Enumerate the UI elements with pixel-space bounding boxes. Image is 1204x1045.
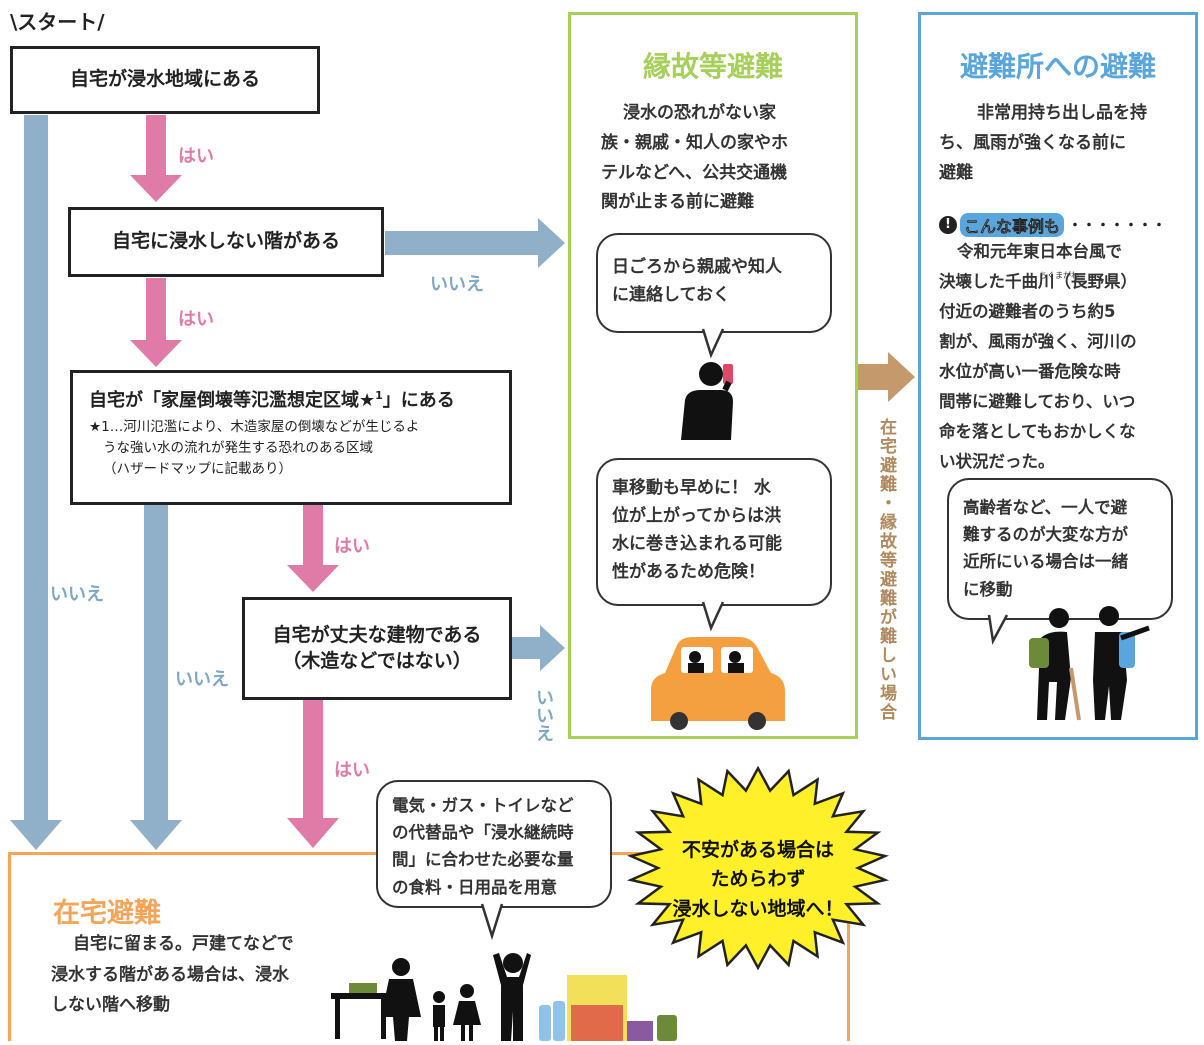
shelter-evacuation-panel: 避難所への避難 非常用持ち出し品を持 ち、風雨が強くなる前に 避難 ! こんな事… — [918, 12, 1198, 740]
case-dots: ・・・・・・・ — [1068, 218, 1167, 234]
elderly-helper-icon — [1029, 606, 1150, 721]
no-arrow-q4 — [512, 625, 565, 671]
question-collapse-zone: 自宅が「家屋倒壊等氾濫想定区域★1」にある ★1…河川氾濫により、木造家屋の倒壊… — [70, 370, 512, 505]
case-text-line: 付近の避難者のうち約5 — [939, 302, 1116, 322]
bubble-line: 車移動も早めに！ 水 — [612, 478, 771, 498]
car-icon — [651, 637, 785, 730]
collapse-zone-title-sup: 1 — [375, 389, 383, 402]
no-arrow-q1 — [10, 115, 62, 850]
shelter-help-bubble: 高齢者など、一人で避 難するのが大変な方が 近所にいる場合は一緒 に移動 — [947, 478, 1173, 620]
bubble-line: 難するのが大変な方が — [963, 525, 1128, 545]
case-heading: ! こんな事例も ・・・・・・・ — [939, 213, 1166, 237]
home-evacuation-title: 在宅避難 — [53, 898, 161, 929]
bubble-line: 近所にいる場合は一緒 — [963, 552, 1128, 572]
bubble-line: 位が上がってからは洪 — [612, 506, 782, 527]
home-text-line: しない階へ移動 — [51, 995, 170, 1016]
relatives-text-line: 関が止まる前に避難 — [601, 192, 754, 213]
shelter-text-line: 非常用持ち出し品を持 — [977, 103, 1147, 123]
bubble-line: 水に巻き込まれる可能 — [612, 534, 782, 555]
sturdy-building-line1: 自宅が丈夫な建物である — [272, 623, 482, 646]
burst-line: 不安がある場合は — [681, 839, 834, 861]
bubble-tail — [480, 903, 504, 941]
bubble-line: の代替品や「浸水継続時 — [392, 823, 574, 843]
collapse-zone-note-line: うな強い水の流れが発生する恐れのある区域 — [103, 440, 373, 457]
yes-arrow-3 — [287, 505, 339, 592]
collapse-zone-note: ★1…河川氾濫により、木造家屋の倒壊などが生じるよ うな強い水の流れが発生する恐… — [89, 417, 419, 480]
case-text-line: 命を落としてもおかしくな — [939, 422, 1136, 442]
case-text-line: 令和元年東日本台風で — [957, 242, 1122, 261]
burst-line: 浸水しない地域へ！ — [672, 897, 844, 920]
person-phone-icon — [681, 362, 733, 440]
no-arrow-q3 — [130, 505, 182, 850]
warning-burst-text: 不安がある場合は ためらわず 浸水しない地域へ！ — [646, 836, 870, 924]
no-label-q4: いいえ — [533, 688, 554, 742]
collapse-zone-note-line: ★1…河川氾濫により、木造家屋の倒壊などが生じるよ — [89, 419, 420, 436]
home-evacuation-text: 自宅に留まる。戸建てなどで 浸水する階がある場合は、浸水 しない階へ移動 — [51, 929, 351, 1021]
no-label-q2: いいえ — [430, 274, 484, 295]
relatives-text-line: 浸水の恐れがない家 — [623, 103, 776, 123]
shelter-evacuation-title: 避難所への避難 — [959, 50, 1156, 83]
case-text: 令和元年東日本台風で 決壊した千曲川（長野県） 付近の避難者のうち約5 割が、風… — [939, 237, 1194, 477]
relatives-car-bubble: 車移動も早めに！ 水 位が上がってからは洪 水に巻き込まれる可能 性があるため危… — [596, 458, 832, 606]
case-text-line: 決壊した千曲川（長野県） — [939, 272, 1137, 292]
transition-arrow — [858, 352, 915, 402]
case-text-line: 割が、風雨が強く、河川の — [939, 332, 1137, 352]
relatives-evacuation-title: 縁故等避難 — [642, 50, 783, 83]
bubble-line: 間」に合わせた必要な量 — [392, 850, 574, 870]
home-supplies-bubble: 電気・ガス・トイレなど の代替品や「浸水継続時 間」に合わせた必要な量 の食料・… — [376, 780, 612, 908]
relatives-evacuation-panel: 縁故等避難 浸水の恐れがない家 族・親戚・知人の家やホ テルなどへ、公共交通機 … — [568, 12, 858, 739]
furigana: ちくまがわ — [1039, 271, 1079, 280]
bubble-tail — [701, 601, 725, 632]
relatives-evacuation-text: 浸水の恐れがない家 族・親戚・知人の家やホ テルなどへ、公共交通機 関が止まる前… — [601, 99, 841, 218]
family-supplies-icon — [331, 953, 677, 1041]
collapse-zone-title-main: 自宅が「家屋倒壊等氾濫想定区域★ — [89, 390, 376, 411]
question-flood-area: 自宅が浸水地域にある — [10, 46, 320, 114]
question-safe-floor-text: 自宅に浸水しない階がある — [111, 230, 340, 253]
question-safe-floor: 自宅に浸水しない階がある — [68, 207, 384, 277]
home-text-line: 自宅に留まる。戸建てなどで — [73, 934, 294, 954]
bubble-line: 高齢者など、一人で避 — [963, 498, 1128, 517]
no-arrow-q2 — [385, 218, 565, 268]
bubble-line: に連絡しておく — [612, 285, 730, 306]
bubble-line: 電気・ガス・トイレなど — [392, 796, 574, 815]
shelter-text-line: 避難 — [939, 162, 973, 183]
relatives-text-line: 族・親戚・知人の家やホ — [601, 132, 788, 153]
burst-line: ためらわず — [710, 868, 806, 891]
yes-arrow-1 — [130, 115, 182, 202]
case-text-line: 水位が高い一番危険な時 — [939, 362, 1121, 382]
home-text-line: 浸水する階がある場合は、浸水 — [51, 964, 289, 985]
relatives-contact-bubble: 日ごろから親戚や知人 に連絡しておく — [596, 233, 832, 333]
bubble-line: に移動 — [963, 579, 1013, 599]
vertical-note: 在宅避難・縁故等避難が難しい場合 — [876, 418, 896, 722]
bubble-tail — [987, 614, 1009, 645]
exclamation-icon: ! — [939, 216, 957, 234]
question-sturdy-building: 自宅が丈夫な建物である （木造などではない） — [242, 597, 512, 700]
yes-label-3: はい — [334, 536, 370, 557]
yes-arrow-4 — [287, 700, 339, 848]
bubble-line: 日ごろから親戚や知人 — [612, 257, 782, 277]
yes-label-4: はい — [334, 760, 370, 781]
no-label-q3: いいえ — [175, 669, 229, 690]
question-flood-area-text: 自宅が浸水地域にある — [69, 68, 260, 91]
case-title: こんな事例も — [960, 213, 1065, 237]
relatives-text-line: テルなどへ、公共交通機 — [601, 162, 788, 183]
collapse-zone-title-end: 」にある — [382, 390, 455, 411]
start-label: \スタート/ — [10, 10, 105, 34]
case-text-line: 間帯に避難しており、いつ — [939, 392, 1136, 412]
no-label-q1: いいえ — [50, 584, 104, 605]
warning-burst — [626, 765, 890, 971]
bubble-line: 性があるため危険！ — [612, 562, 765, 583]
shelter-text-line: ち、風雨が強くなる前に — [939, 132, 1126, 153]
question-collapse-zone-title: 自宅が「家屋倒壊等氾濫想定区域★1」にある — [89, 389, 455, 413]
bubble-line: の食料・日用品を用意 — [392, 877, 557, 897]
yes-label-2: はい — [178, 309, 214, 330]
yes-label-1: はい — [178, 146, 214, 167]
yes-arrow-2 — [130, 278, 182, 367]
case-text-line: い状況だった。 — [939, 452, 1055, 472]
collapse-zone-note-line: （ハザードマップに記載あり） — [103, 461, 292, 478]
bubble-tail — [701, 328, 725, 359]
shelter-evacuation-text: 非常用持ち出し品を持 ち、風雨が強くなる前に 避難 — [939, 99, 1189, 188]
sturdy-building-line2: （木造などではない） — [282, 649, 472, 672]
